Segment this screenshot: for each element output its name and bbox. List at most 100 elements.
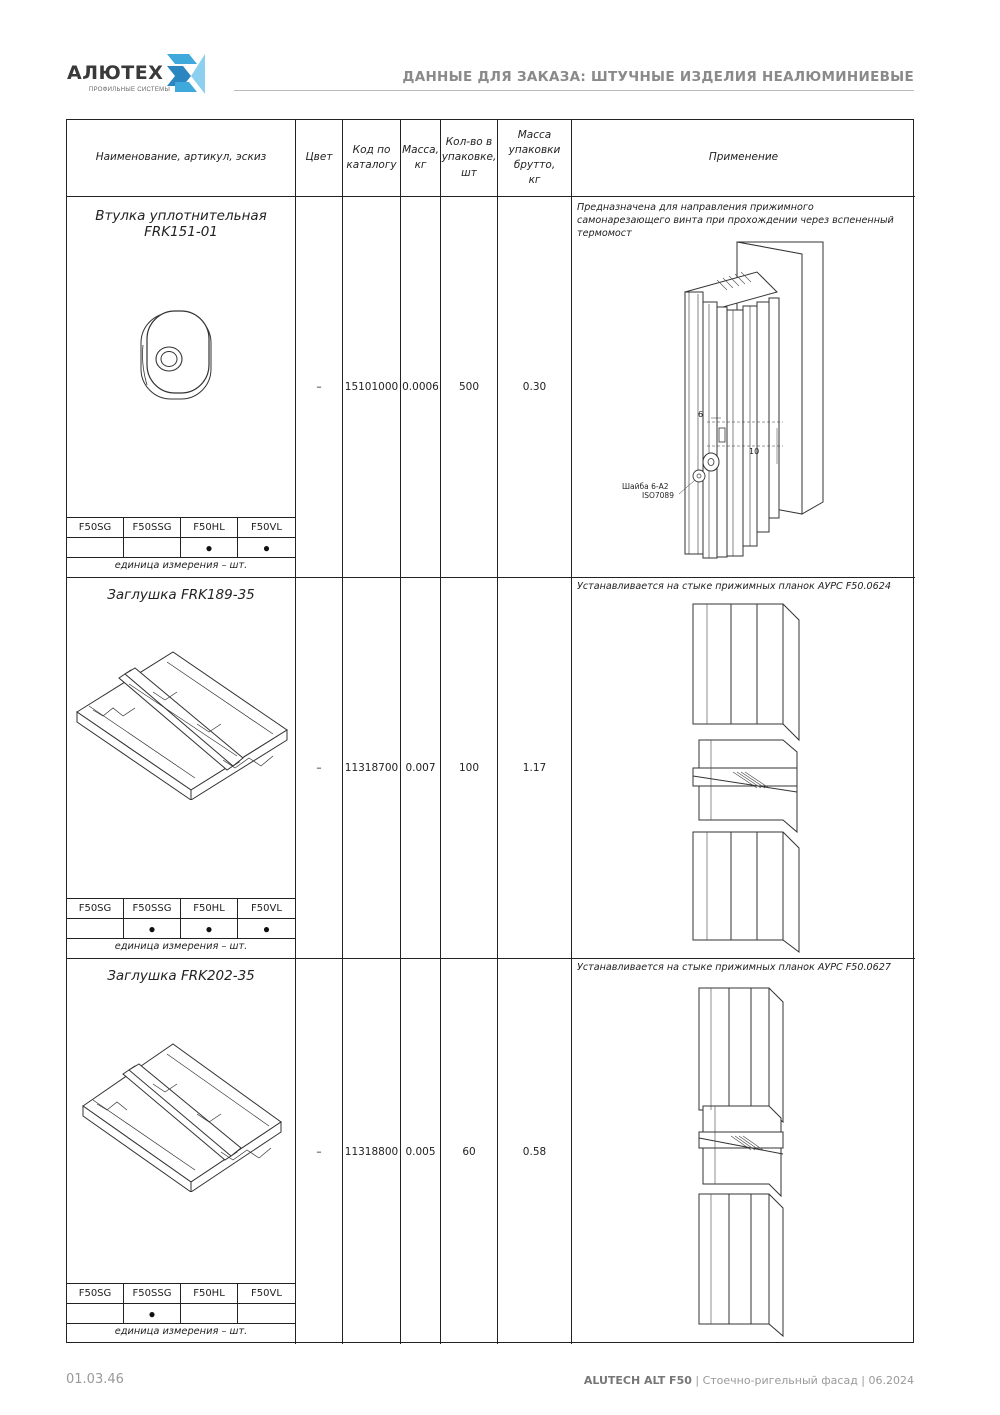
system-mark: ● [205,540,213,555]
washer-label: Шайба 6-А2 [622,482,669,491]
item-name: Втулка уплотнительная FRK151-01 [95,208,267,240]
system-grid-line [67,537,295,538]
page-number: 01.03.46 [66,1372,124,1387]
column-divider [400,120,401,1344]
header-code: Код по каталогу [346,143,397,171]
washer-standard-label: ISO7089 [642,491,674,500]
system-label-f50vl: F50VL [251,522,282,533]
system-mark [67,1304,123,1323]
item-code: 11318700 [344,762,399,774]
system-grid-line [123,517,124,557]
system-grid-line [67,1323,295,1324]
joint-f50-0627-drawing [698,987,784,1338]
system-label-f50ssg: F50SSG [132,903,172,914]
document-title: ДАННЫЕ ДЛЯ ЗАКАЗА: ШТУЧНЫЕ ИЗДЕЛИЯ НЕАЛЮ… [402,69,914,85]
column-divider [440,120,441,1344]
column-divider [342,120,343,1344]
footer-brand: ALUTECH ALT F50 [583,1374,692,1387]
system-grid-line [180,898,181,938]
header-gross-mass: Масса упаковки брутто, кг [508,128,561,187]
row-border [67,577,915,578]
system-grid-line [67,938,295,939]
item-name: Заглушка FRK189-35 [107,587,255,603]
system-label-f50vl: F50VL [251,903,282,914]
system-mark [67,919,123,938]
item-code: 11318800 [344,1145,399,1158]
logo-subtitle: ПРОФИЛЬНЫЕ СИСТЕМЫ [89,87,171,93]
system-grid-line [237,1283,238,1323]
item-mass: 0.0006 [402,381,439,393]
system-grid-line [67,1303,295,1304]
system-label-f50ssg: F50SSG [132,522,172,533]
bushing-sketch [140,310,212,400]
item-gross-mass: 0.58 [522,1145,547,1158]
system-mark: ● [262,540,271,555]
item-gross-mass: 0.30 [522,381,547,393]
header-name: Наименование, артикул, эскиз [95,151,267,164]
system-grid-line [180,1283,181,1323]
system-mark: ● [148,1306,156,1321]
brand-logo: АЛЮТЕХ ПРОФИЛЬНЫЕ СИСТЕМЫ [67,52,237,98]
system-label-f50sg: F50SG [78,1288,112,1299]
order-table: Наименование, артикул, эскиз Цвет Код по… [66,119,915,1344]
row-border [67,958,915,959]
system-mark [238,1304,295,1323]
system-grid-line [123,1283,124,1323]
item-mass: 0.007 [405,762,436,774]
end-cap-frk189-sketch [76,651,288,800]
end-cap-frk202-sketch [82,1043,282,1192]
header-mass: Масса, кг [402,143,439,171]
header-application: Применение [708,151,779,164]
item-name: Заглушка FRK202-35 [107,968,255,984]
item-application: Устанавливается на стыке прижимных плано… [577,581,891,592]
system-grid-line [237,517,238,557]
system-grid-line [67,898,295,899]
system-grid-line [123,898,124,938]
system-label-f50sg: F50SG [78,522,112,533]
item-color: – [316,381,322,393]
item-application: Устанавливается на стыке прижимных плано… [577,962,891,973]
item-application: Предназначена для направления прижимного… [577,202,894,239]
header-divider [234,90,914,91]
system-label-f50hl: F50HL [193,903,225,914]
system-mark: ● [262,921,271,936]
logo-mark-icon [167,54,205,94]
logo-text: АЛЮТЕХ [67,62,164,84]
unit-label: единица измерения – шт. [114,1326,248,1337]
system-mark: ● [205,921,213,936]
unit-label: единица измерения – шт. [114,560,248,571]
system-label-f50ssg: F50SSG [132,1288,172,1299]
joint-f50-0624-drawing [692,603,800,953]
system-mark [181,1304,237,1323]
column-divider [571,120,572,1344]
item-code: 15101000 [344,381,399,393]
system-mark [67,538,123,557]
item-color: – [316,762,322,774]
item-gross-mass: 1.17 [522,762,547,774]
system-mark: ● [148,921,156,936]
item-qty: 100 [458,762,480,774]
dimension-label: 10 [749,447,760,456]
column-divider [295,120,296,1344]
system-grid-line [67,517,295,518]
system-label-f50vl: F50VL [251,1288,282,1299]
unit-label: единица измерения – шт. [114,941,248,952]
item-mass: 0.005 [405,1145,436,1158]
system-grid-line [237,898,238,938]
header-color: Цвет [305,151,333,164]
system-label-f50sg: F50SG [78,903,112,914]
header-row-border [67,196,915,197]
item-qty: 60 [462,1145,476,1158]
dimension-label: 6 [698,410,704,419]
column-divider [497,120,498,1344]
mullion-assembly-drawing [678,241,824,559]
system-grid-line [67,918,295,919]
system-label-f50hl: F50HL [193,522,225,533]
item-qty: 500 [458,381,480,393]
system-label-f50hl: F50HL [193,1288,225,1299]
footer-info: ALUTECH ALT F50 | Стоечно-ригельный фаса… [584,1374,914,1387]
system-grid-line [67,557,295,558]
header-qty: Кол-во в упаковке, шт [441,136,497,179]
system-grid-line [180,517,181,557]
item-color: – [316,1145,322,1158]
